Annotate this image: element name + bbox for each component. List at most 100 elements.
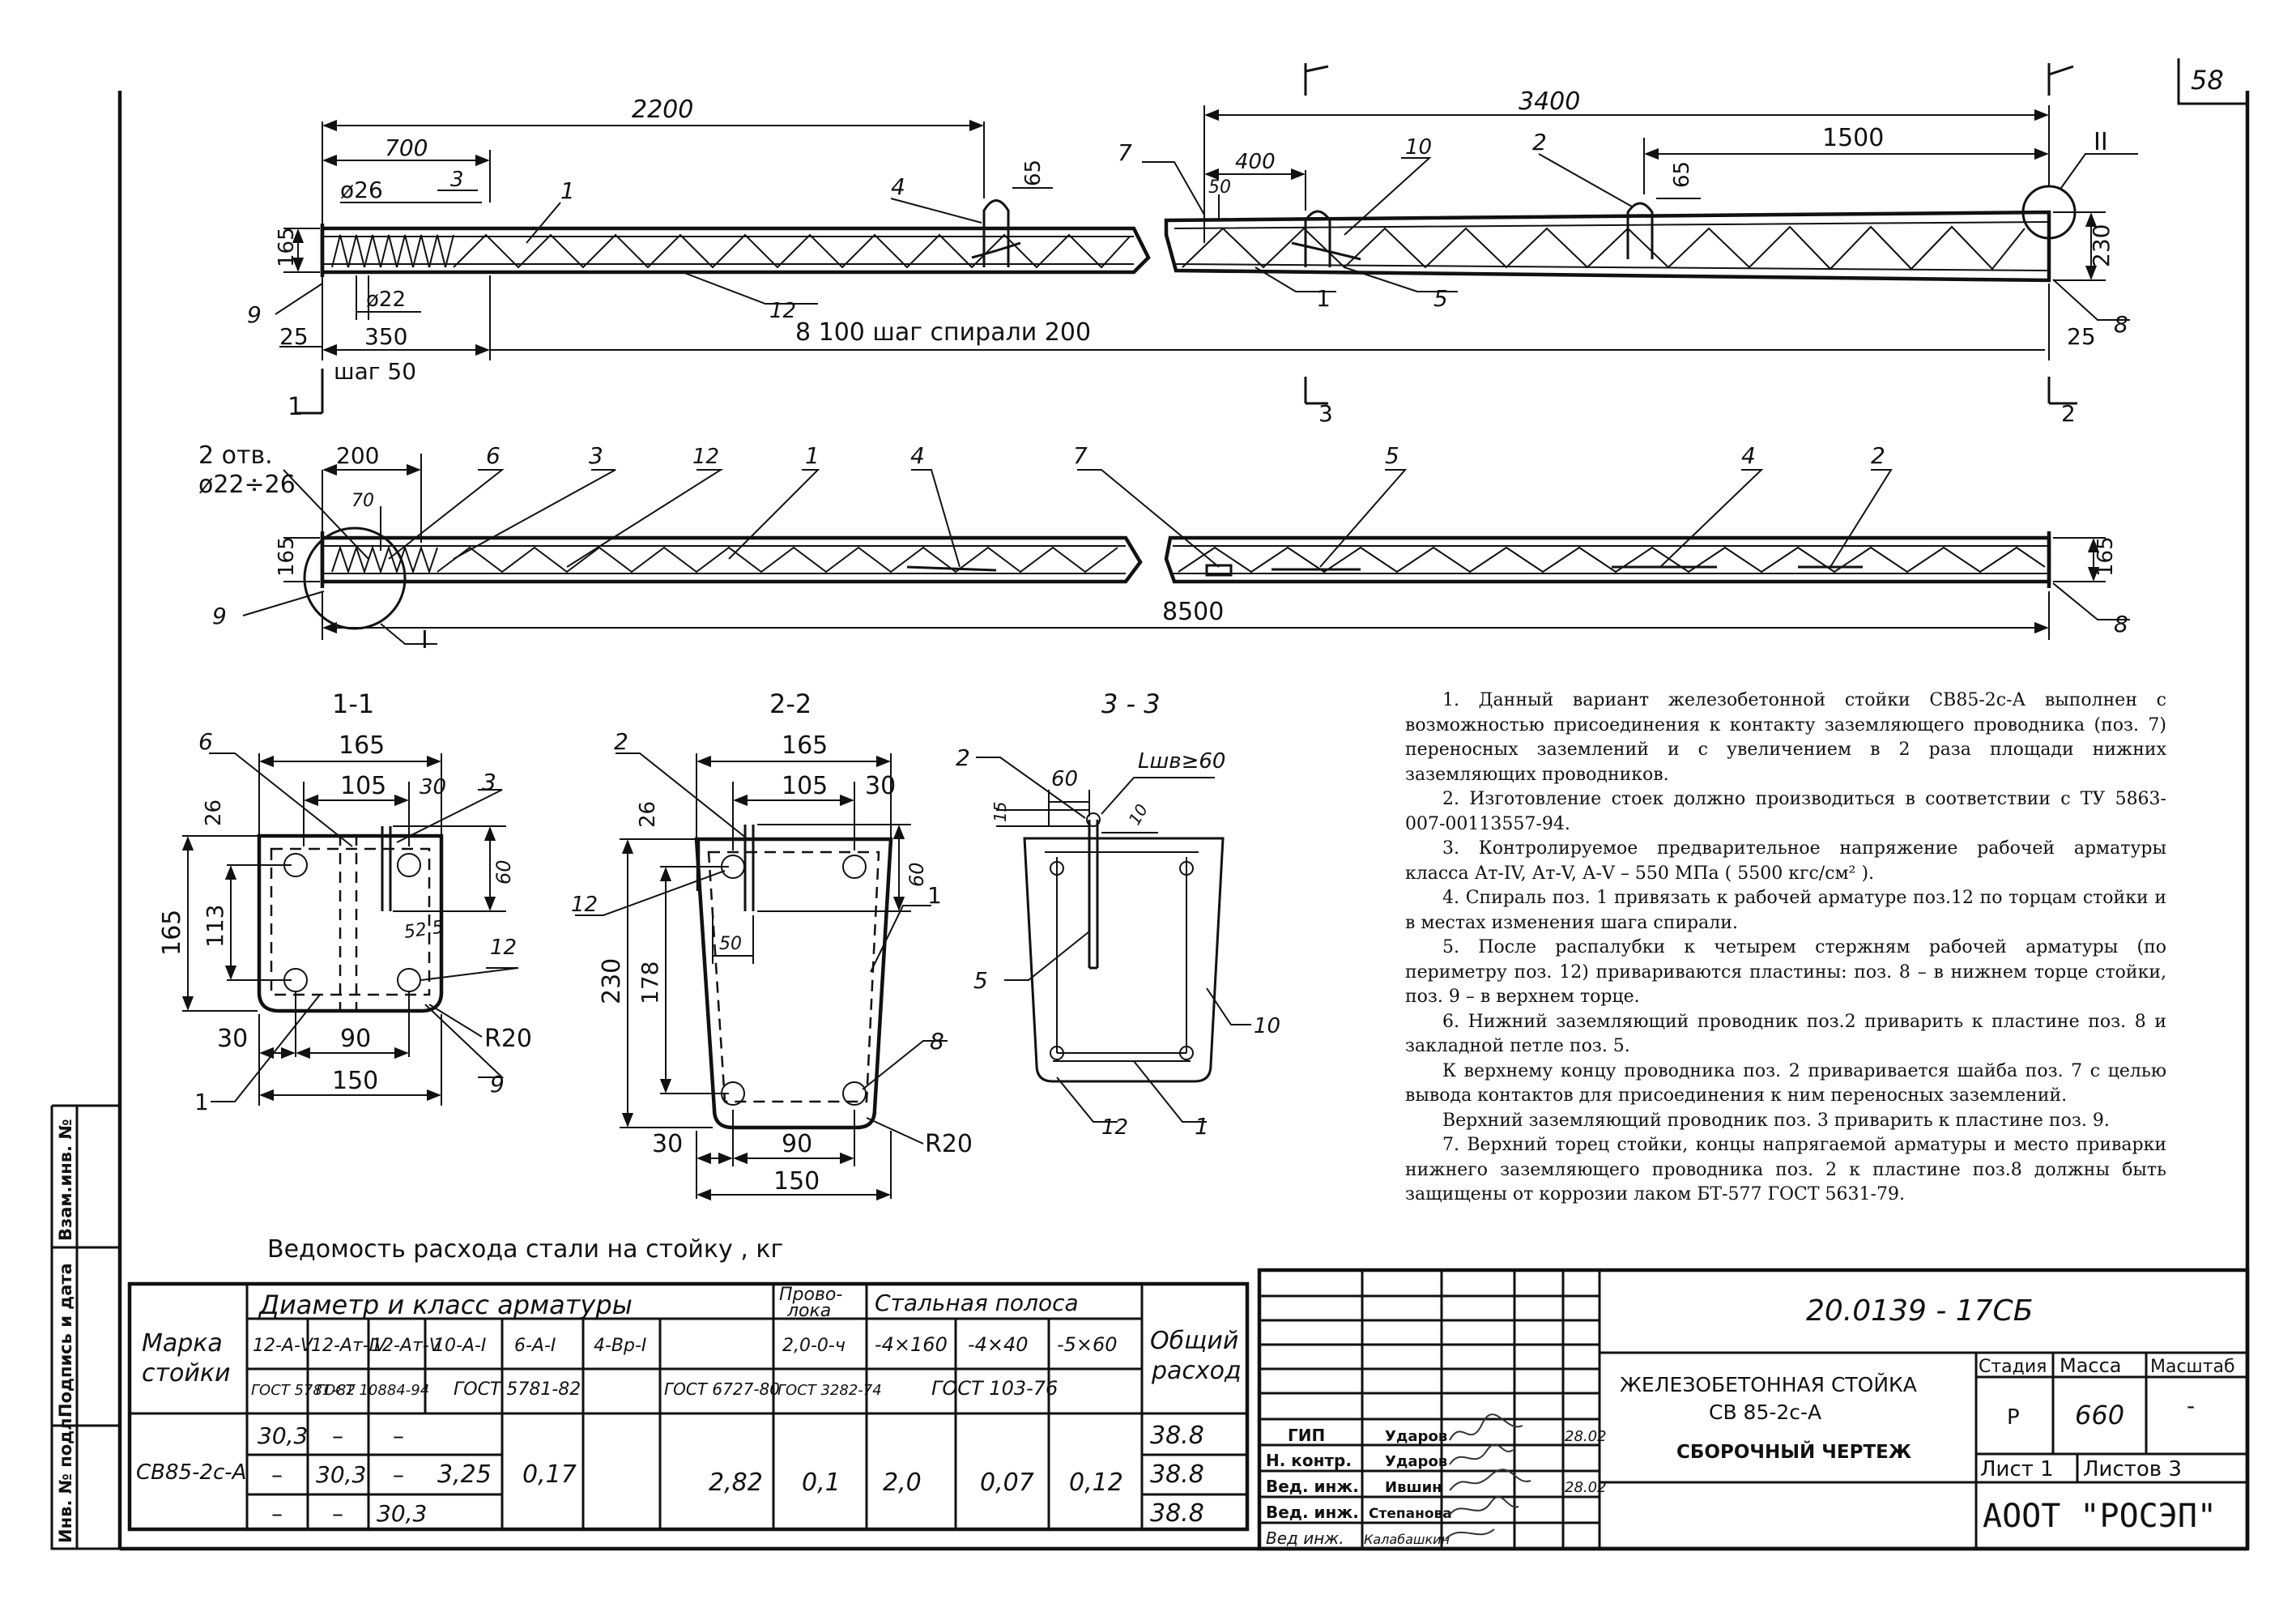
th-mark-2: стойки	[142, 1359, 230, 1388]
note-5: 5. После распалубки к четырем стержням р…	[1405, 937, 2166, 1007]
elevation-dimensions: 2200 700 ø26 3 1 4 65 165 ø22 9 12 2	[247, 63, 2138, 427]
s22-dim-50: 50	[719, 934, 742, 954]
cell-r3-c3: 30,3	[377, 1500, 427, 1527]
dim-25-right: 25	[2067, 323, 2096, 350]
dim-spiral: 8 100 шаг спирали 200	[795, 318, 1091, 347]
sub-12AV: 12-А-V	[253, 1336, 314, 1356]
s22-dim-178: 178	[637, 961, 663, 1004]
s22-dim-30-bottom: 30	[652, 1130, 683, 1158]
name-1: Ударов	[1385, 1428, 1447, 1445]
s11-callout-3: 3	[482, 769, 496, 795]
dim-65-right: 65	[1670, 161, 1694, 188]
sub-4x40: -4×40	[968, 1333, 1029, 1356]
callout-12-elev: 12	[769, 299, 796, 323]
cut-II: II	[2094, 128, 2108, 156]
dim-d26: ø26	[340, 177, 383, 203]
callout-3-elev: 3	[450, 168, 464, 192]
callout-8-elev: 8	[2114, 311, 2128, 338]
th-wire-1: Прово-	[779, 1285, 842, 1305]
s11-callout-9: 9	[490, 1071, 505, 1098]
plan-dimensions: 2 отв. ø22÷26 200 70 6 3 12 1 4 7 5 4 2 …	[198, 441, 2130, 654]
cell-4x160: 2,0	[883, 1469, 922, 1497]
sub-12AtIV: 12-Ат-IV	[311, 1336, 388, 1356]
std-5781-b: ГОСТ 5781-82	[454, 1379, 581, 1400]
dim-50: 50	[1208, 177, 1231, 198]
s11-dim-30-bottom: 30	[217, 1025, 248, 1053]
cell-r2-c1: –	[271, 1461, 283, 1488]
callout-7-elev: 7	[1118, 139, 1132, 166]
plan-callout-9: 9	[212, 603, 227, 629]
s33-dim-15: 15	[990, 802, 1010, 822]
plan-callout-8: 8	[2114, 611, 2128, 637]
row-mark: СВ85-2с-А	[136, 1460, 246, 1485]
th-strip: Стальная полоса	[875, 1290, 1079, 1316]
s33-callout-5: 5	[973, 967, 988, 994]
std-6727: ГОСТ 6727-80	[664, 1379, 780, 1399]
cell-4x40: 0,07	[980, 1469, 1034, 1497]
std-5781-a: ГОСТ 5781-82	[251, 1382, 356, 1399]
stage-value: Р	[2007, 1405, 2020, 1430]
side-label-replace: Взам.инв. №	[56, 1119, 75, 1241]
plan-callout-7: 7	[1073, 442, 1088, 469]
cell-5x60: 0,12	[1069, 1469, 1123, 1497]
s22-callout-12: 12	[571, 893, 598, 917]
s11-dim-165-top: 165	[339, 731, 385, 760]
callout-9-elev: 9	[247, 301, 262, 328]
role-ving-2: Вед. инж.	[1266, 1503, 1359, 1522]
role-gip: ГИП	[1288, 1426, 1325, 1445]
cell-4VrI: 2,82	[709, 1469, 763, 1497]
cell-6AI: 0,17	[522, 1460, 577, 1489]
dim-165-elev: 165	[275, 227, 299, 267]
dim-step50: шаг 50	[334, 358, 416, 385]
s22-dim-26: 26	[636, 801, 660, 828]
s22-dim-230: 230	[598, 958, 626, 1004]
plan-callout-12: 12	[692, 445, 719, 469]
dim-1500: 1500	[1822, 124, 1884, 152]
name-4: Степанова	[1369, 1506, 1452, 1522]
cell-r1-c3: –	[393, 1422, 404, 1449]
title-line-1: ЖЕЛЕЗОБЕТОННАЯ СТОЙКА	[1620, 1373, 1917, 1396]
s11-dim-90: 90	[340, 1025, 371, 1053]
callout-10-elev: 10	[1405, 135, 1432, 160]
s11-dim-113: 113	[202, 905, 228, 948]
s22-dim-165: 165	[782, 731, 828, 760]
name-3: Ившин	[1385, 1479, 1442, 1496]
date-1: 28.02	[1565, 1428, 1607, 1445]
s33-callout-1: 1	[1195, 1113, 1209, 1140]
s11-dim-26: 26	[202, 799, 226, 826]
steel-table: Ведомость расхода стали на стойку , кг М…	[127, 1235, 1250, 1532]
section-2-2: 2-2 165 105 30 26 230 178 60 50 30 90 15…	[571, 688, 973, 1201]
note-1: 1. Данный вариант железобетонной стойки …	[1405, 690, 2166, 785]
s22-dim-r20: R20	[925, 1130, 973, 1158]
sheet-number: Лист 1	[1980, 1457, 2054, 1481]
plan-callout-4a: 4	[910, 442, 925, 469]
dim-400: 400	[1235, 150, 1276, 174]
side-label-sign: Подпись и дата	[56, 1263, 75, 1418]
role-ving-3: Вед инж.	[1266, 1528, 1344, 1548]
plan-dim-200: 200	[336, 442, 379, 469]
s22-callout-2: 2	[614, 728, 628, 755]
s11-dim-165-left: 165	[158, 910, 186, 956]
document-code: 20.0139 - 17СБ	[1806, 1294, 2033, 1328]
sub-wire: 2,0-0-ч	[782, 1336, 846, 1356]
note-6: 6. Нижний заземляющий проводник поз.2 пр…	[1405, 1011, 2166, 1057]
plan-callout-5: 5	[1385, 442, 1399, 469]
dim-700: 700	[385, 134, 428, 161]
s33-dim-weld: Lшв≥60	[1138, 749, 1225, 774]
s22-dim-150: 150	[773, 1167, 820, 1196]
scale-label: Масштаб	[2150, 1357, 2235, 1377]
s33-callout-2: 2	[956, 744, 970, 771]
cell-total-2: 38.8	[1150, 1460, 1204, 1489]
scale-value: -	[2187, 1392, 2195, 1419]
section-1-1-title: 1-1	[332, 688, 374, 719]
section-2-2-title: 2-2	[769, 688, 811, 719]
cell-r1-c1: 30,3	[258, 1422, 308, 1449]
sub-6AI: 6-А-I	[514, 1336, 556, 1356]
th-total-1: Общий	[1150, 1327, 1238, 1355]
plan-callout-1: 1	[805, 442, 820, 469]
cell-total-3: 38.8	[1150, 1499, 1204, 1528]
stage-label: Стадия	[1979, 1357, 2047, 1377]
name-5: Калабашкин	[1364, 1532, 1450, 1547]
plan-dim-70: 70	[351, 491, 374, 511]
